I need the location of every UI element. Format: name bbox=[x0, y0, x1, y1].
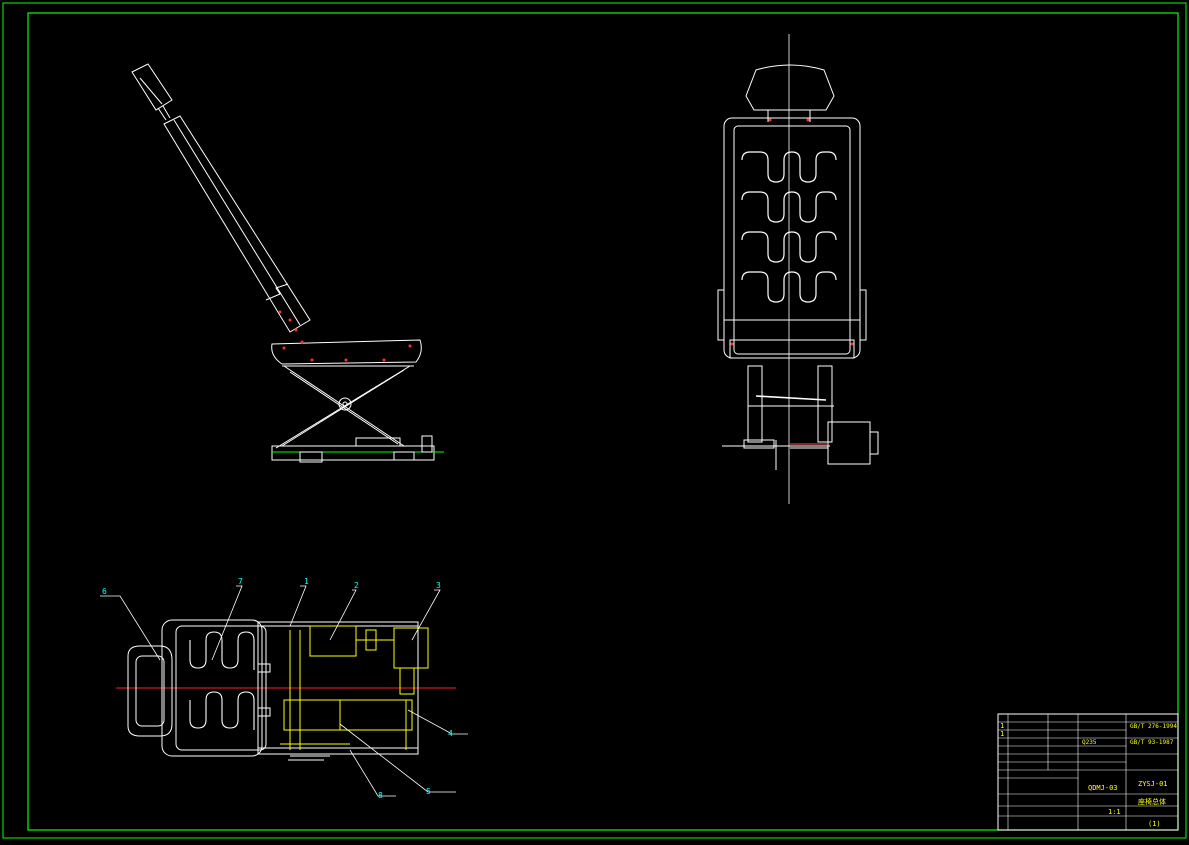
front-serpentine-springs bbox=[741, 151, 837, 303]
tb-r1: 1 bbox=[1000, 722, 1004, 730]
front-headrest bbox=[745, 64, 835, 111]
callout-1: 1 bbox=[304, 577, 309, 586]
top-seat-frame bbox=[257, 621, 419, 755]
top-mechanism bbox=[280, 625, 429, 750]
front-column-right bbox=[817, 365, 833, 443]
tb-r2: 1 bbox=[1000, 730, 1004, 738]
title-block: GB/T 276-1994 GB/T 93-1987 Q235 ZYSJ-01 … bbox=[997, 713, 1179, 831]
callout-7: 7 bbox=[238, 577, 243, 586]
callout-8: 8 bbox=[378, 791, 383, 800]
tb-std2: GB/T 93-1987 bbox=[1130, 739, 1174, 746]
side-hole-markers bbox=[278, 310, 412, 362]
tb-name: 座椅总体 bbox=[1138, 797, 1166, 806]
scissor-pivot bbox=[338, 397, 352, 411]
tb-scale: 1:1 bbox=[1108, 808, 1121, 816]
callout-leaders bbox=[100, 585, 468, 797]
side-backrest bbox=[163, 115, 311, 333]
callout-2: 2 bbox=[354, 581, 359, 590]
top-backrest bbox=[161, 619, 263, 757]
front-view bbox=[717, 34, 879, 504]
top-motor bbox=[393, 627, 429, 669]
callout-5: 5 bbox=[426, 787, 431, 796]
callout-3: 3 bbox=[436, 581, 441, 590]
callout-6: 6 bbox=[102, 587, 107, 596]
inner-border bbox=[27, 12, 1179, 831]
top-headrest bbox=[127, 645, 173, 737]
callout-4: 4 bbox=[448, 729, 453, 738]
tb-material: Q235 bbox=[1082, 739, 1097, 746]
front-column-left bbox=[747, 365, 763, 443]
tb-code-main: QDMJ-03 bbox=[1088, 784, 1118, 792]
side-base-rail bbox=[271, 445, 435, 461]
tb-code-top: ZYSJ-01 bbox=[1138, 780, 1168, 788]
side-headrest bbox=[131, 63, 173, 111]
front-motor bbox=[827, 421, 871, 465]
side-view bbox=[131, 63, 444, 463]
top-view bbox=[116, 619, 456, 761]
side-seat-cushion bbox=[271, 339, 422, 365]
tb-sheet: (1) bbox=[1148, 820, 1161, 828]
tb-std1: GB/T 276-1994 bbox=[1130, 723, 1177, 730]
